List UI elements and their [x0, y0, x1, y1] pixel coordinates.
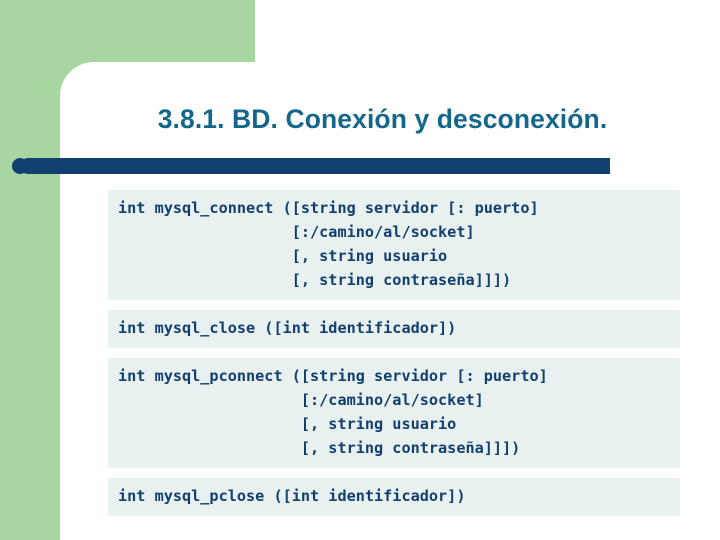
code-block-mysql-pconnect: int mysql_pconnect ([string servidor [: … — [108, 358, 680, 468]
code-block-mysql-close: int mysql_close ([int identificador]) — [108, 310, 680, 348]
code-block-mysql-pclose: int mysql_pclose ([int identificador]) — [108, 478, 680, 516]
page-title: 3.8.1. BD. Conexión y desconexión. — [157, 104, 608, 134]
green-corner-notch — [60, 62, 94, 96]
code-blocks-container: int mysql_connect ([string servidor [: p… — [108, 190, 680, 516]
title-underline-bar — [20, 158, 610, 174]
code-block-mysql-connect: int mysql_connect ([string servidor [: p… — [108, 190, 680, 300]
left-green-band — [0, 0, 60, 540]
top-green-band — [60, 0, 255, 62]
